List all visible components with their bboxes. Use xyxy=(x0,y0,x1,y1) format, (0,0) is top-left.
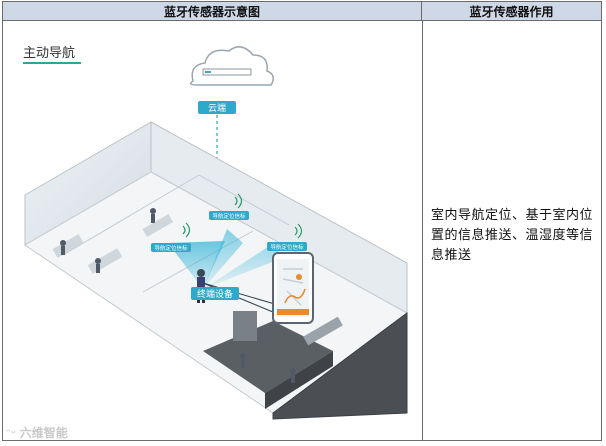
section-underline xyxy=(23,62,81,64)
svg-text:终端设备: 终端设备 xyxy=(197,288,233,300)
watermark-logo-icon: ᵔᵕ xyxy=(6,426,16,440)
section-title: 主动导航 xyxy=(23,46,76,61)
content-table: 蓝牙传感器示意图 蓝牙传感器作用 主动导航 云端 xyxy=(2,1,602,441)
watermark-text: 六维智能 xyxy=(19,426,68,440)
sensor-diagram: 云端 xyxy=(24,46,408,420)
people-figures xyxy=(60,208,296,383)
cloud-label: 云端 xyxy=(198,101,236,114)
watermark: ᵔᵕ 六维智能 xyxy=(6,424,68,441)
smartphone-map-icon xyxy=(272,252,314,324)
terminal-label: 终端设备 xyxy=(191,287,239,300)
cloud-icon xyxy=(190,46,274,86)
svg-text:导航定位信标: 导航定位信标 xyxy=(154,244,188,252)
signal-beam-2 xyxy=(203,229,243,289)
beacon-right: 导航定位信标 xyxy=(267,242,307,251)
svg-text:导航定位信标: 导航定位信标 xyxy=(270,243,304,251)
signal-beam xyxy=(168,241,225,289)
beacon-left: 导航定位信标 xyxy=(151,243,191,252)
header-function: 蓝牙传感器作用 xyxy=(422,2,601,21)
wifi-signal-icon xyxy=(182,193,303,239)
sensor-function-text: 室内导航定位、基于室内位置的信息推送、温湿度等信息推送 xyxy=(431,208,594,263)
signal-beam-3 xyxy=(203,245,285,289)
svg-text:云端: 云端 xyxy=(208,102,226,114)
svg-text:导航定位信标: 导航定位信标 xyxy=(212,212,246,220)
header-diagram: 蓝牙传感器示意图 xyxy=(3,2,422,21)
beacon-center: 导航定位信标 xyxy=(209,211,249,220)
column-divider xyxy=(422,21,423,440)
